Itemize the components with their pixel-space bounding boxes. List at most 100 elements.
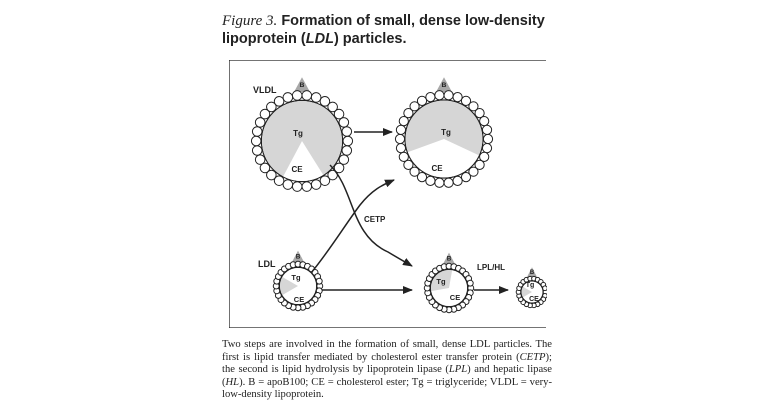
phospholipid-bead — [460, 95, 472, 106]
cetp-label: CETP — [364, 215, 386, 224]
arrow-cetp-vldl-to-small — [329, 164, 413, 267]
tg-label: Tg — [526, 282, 535, 289]
phospholipid-bead — [310, 92, 322, 103]
phospholipid-bead — [338, 117, 350, 128]
tg-label: Tg — [293, 129, 303, 138]
phospholipid-bead — [251, 145, 263, 156]
phospholipid-bead — [338, 154, 350, 165]
phospholipid-bead — [416, 172, 428, 183]
phospholipid-bead — [434, 90, 445, 101]
phospholipid-bead — [310, 179, 322, 190]
tg-label: Tg — [436, 277, 446, 286]
phospholipid-bead — [266, 169, 277, 181]
phospholipid-bead — [403, 108, 414, 119]
phospholipid-bead — [468, 166, 479, 177]
ce-label: CE — [294, 295, 304, 304]
phospholipid-bead — [319, 96, 331, 107]
phospholipid-bead — [282, 179, 294, 190]
phospholipid-bead — [250, 135, 262, 147]
phospholipid-bead — [319, 175, 331, 186]
phospholipid-bead — [466, 279, 474, 287]
phospholipid-bead — [481, 124, 493, 135]
phospholipid-bead — [342, 135, 354, 147]
phospholipid-bead — [542, 285, 547, 291]
phospholipid-bead — [409, 101, 420, 112]
phospholipid-bead — [259, 162, 271, 174]
phospholipid-bead — [481, 143, 493, 154]
apob-triangle — [436, 77, 452, 92]
apob-triangle — [291, 250, 305, 263]
phospholipid-bead — [395, 124, 407, 135]
phospholipid-bead — [395, 143, 407, 154]
phospholipid-bead — [333, 162, 345, 174]
tg-label: Tg — [291, 273, 301, 282]
phospholipid-bead — [333, 108, 345, 120]
phospholipid-bead — [254, 117, 266, 128]
ce-label: CE — [529, 296, 539, 303]
phospholipid-bead — [398, 116, 409, 127]
phospholipid-bead — [282, 92, 294, 103]
phospholipid-bead — [301, 90, 313, 101]
phospholipid-bead — [479, 151, 490, 162]
ce-label: CE — [431, 164, 443, 173]
vldl-label: VLDL — [253, 85, 277, 95]
phospholipid-bead — [425, 175, 436, 186]
phospholipid-bead — [273, 175, 285, 186]
phospholipid-bead — [327, 101, 338, 113]
apob-label: B — [447, 256, 452, 263]
phospholipid-bead — [460, 172, 472, 183]
figure-label: Figure 3. — [222, 13, 278, 29]
ce-core-wedge — [522, 281, 543, 303]
phospholipid-bead — [452, 175, 463, 186]
ce-core-wedge — [282, 268, 316, 305]
phospholipid-bead — [482, 133, 494, 145]
phospholipid-bead — [434, 177, 445, 188]
phospholipid-bead — [425, 92, 436, 103]
phospholipid-bead — [443, 177, 454, 188]
ce-label: CE — [291, 165, 303, 174]
phospholipid-bead — [291, 90, 303, 101]
phospholipid-bead — [474, 108, 485, 119]
phospholipid-bead — [479, 116, 490, 127]
phospholipid-bead — [341, 145, 353, 156]
phospholipid-bead — [403, 159, 414, 170]
phospholipid-bead — [468, 101, 479, 112]
ce-core-wedge — [407, 139, 479, 178]
figure-title: Figure 3. Formation of small, dense low-… — [222, 12, 562, 48]
ce-label: CE — [450, 293, 460, 302]
ce-core-wedge — [431, 270, 467, 307]
apob-label: B — [300, 82, 305, 89]
apob-triangle — [442, 252, 456, 265]
phospholipid-bead — [398, 151, 409, 162]
phospholipid-bead — [452, 92, 463, 103]
ldl-label: LDL — [258, 259, 276, 269]
apob-label: B — [296, 254, 301, 261]
apob-label: B — [442, 82, 447, 89]
apob-triangle — [294, 77, 310, 92]
apob-label: B — [530, 270, 535, 276]
phospholipid-bead — [394, 133, 406, 145]
phospholipid-bead — [259, 108, 271, 120]
lpl-hl-label: LPL/HL — [477, 263, 505, 272]
phospholipid-bead — [474, 159, 485, 170]
phospholipid-bead — [251, 126, 263, 137]
phospholipid-bead — [409, 166, 420, 177]
phospholipid-bead — [254, 154, 266, 165]
phospholipid-bead — [273, 96, 285, 107]
phospholipid-bead — [416, 95, 428, 106]
arrow-cetp-ldl-to-large — [310, 179, 395, 274]
phospholipid-bead — [301, 181, 313, 192]
phospholipid-bead — [315, 277, 323, 285]
phospholipid-bead — [443, 90, 454, 101]
phospholipid-bead — [291, 181, 303, 192]
tg-label: Tg — [441, 128, 451, 137]
ce-core-wedge — [283, 141, 324, 182]
apob-triangle — [526, 267, 538, 278]
figure-caption: Two steps are involved in the formation … — [222, 339, 552, 401]
